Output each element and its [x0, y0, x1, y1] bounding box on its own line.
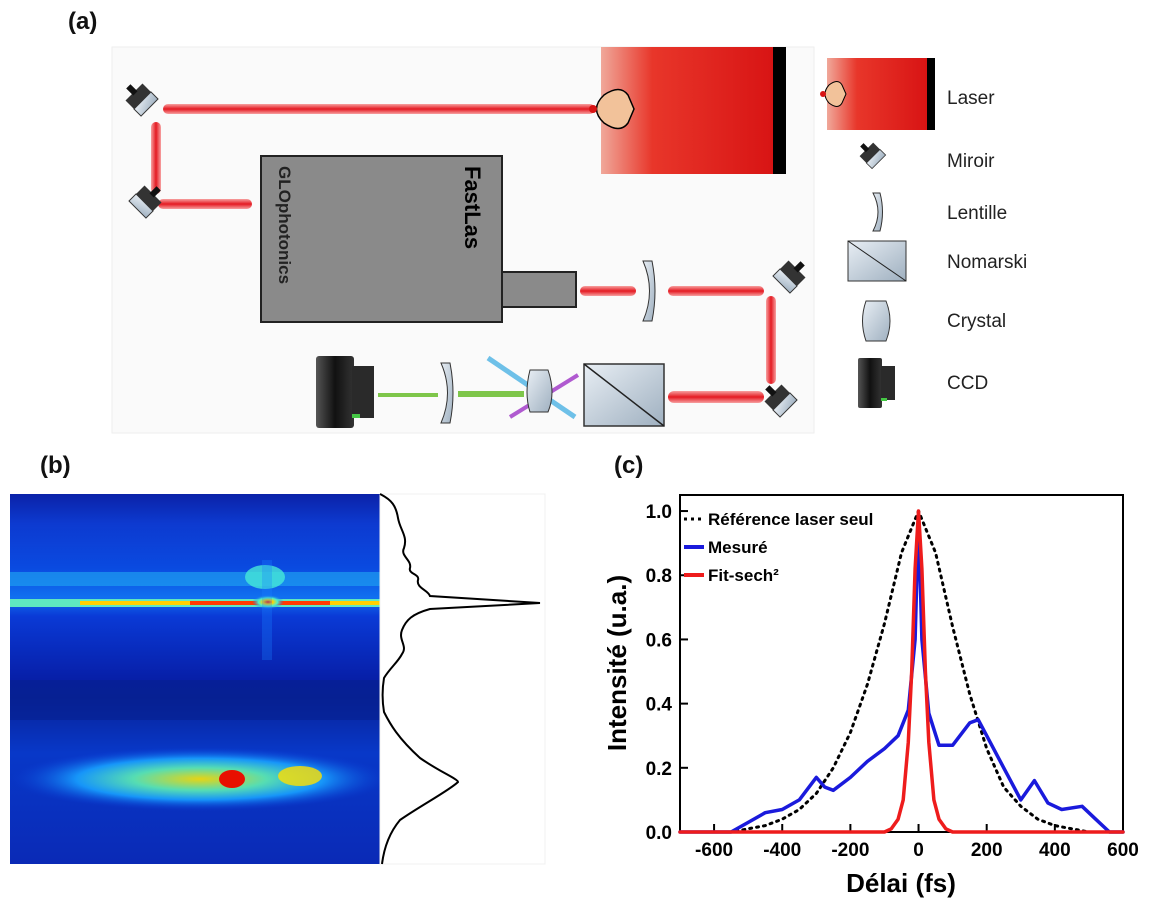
fastlas-box [260, 155, 577, 323]
plot-frame [679, 494, 1124, 833]
series-fit-line [678, 509, 1125, 834]
x-tick-label: 600 [1107, 840, 1139, 861]
y-tick-label: 0.0 [646, 823, 672, 844]
setup-legend: Laser Miroir Lentille Nomarski Crystal C… [820, 58, 1027, 408]
x-tick-label: 200 [971, 840, 1003, 861]
autocorrelation-chart: -600 -400 -200 0 200 400 600 0.0 0.2 0.4 0.6 0.8 1.… [602, 494, 1139, 898]
x-tick-label: 400 [1039, 840, 1071, 861]
green-beam-2 [458, 391, 524, 397]
crystal [526, 369, 553, 413]
y-tick-label: 0.4 [646, 695, 673, 716]
y-tick-label: 1.0 [646, 502, 672, 523]
mirror-right-bottom [764, 384, 798, 418]
crystal-icon [862, 300, 891, 342]
legend-label-nomarski: Nomarski [947, 252, 1027, 273]
beam-to-mirror [668, 286, 764, 296]
legend-label-mirror: Miroir [947, 151, 995, 172]
profile-box [379, 493, 546, 865]
y-tick-label: 0.2 [646, 759, 672, 780]
x-tick-label: -600 [695, 840, 733, 861]
legend-label-measured: Mesuré [708, 538, 768, 557]
marginal-profile-curve [379, 493, 541, 865]
fastlas-name-label: FastLas [460, 166, 485, 249]
series-measured-line [678, 515, 1125, 834]
lens-left [440, 362, 454, 424]
mirror-top-left [125, 83, 159, 117]
ccd-camera [316, 356, 374, 428]
y-tick-label: 0.8 [646, 566, 672, 587]
legend-label-laser: Laser [947, 88, 995, 109]
x-axis-title: Délai (fs) [846, 868, 956, 898]
y-ticks: 0.0 0.2 0.4 0.6 0.8 1.0 [646, 502, 688, 844]
lens-icon [872, 192, 883, 232]
legend-label-fit: Fit-sech² [708, 566, 779, 585]
panel-label-a: (a) [68, 8, 98, 35]
legend-label-reference: Référence laser seul [708, 510, 873, 529]
laser-icon [820, 58, 935, 130]
lens-right [642, 260, 656, 322]
mirror-bottom-left [128, 185, 162, 219]
fastlas-brand-label: GLOphotonics [275, 166, 294, 284]
nomarski-prism [583, 363, 665, 427]
panel-label-c: (c) [614, 452, 644, 479]
mirror-icon [859, 142, 887, 170]
ccd-icon [858, 358, 895, 408]
beam-into-nomarski [668, 391, 764, 403]
panel-label-b: (b) [40, 452, 71, 479]
beam-into-fastlas [158, 199, 252, 209]
beam-left-vertical [151, 122, 161, 194]
legend-label-crystal: Crystal [947, 311, 1006, 332]
x-tick-label: 0 [913, 840, 924, 861]
x-tick-label: -400 [763, 840, 801, 861]
x-ticks: -600 -400 -200 0 200 400 600 [695, 824, 1139, 861]
x-tick-label: -200 [831, 840, 869, 861]
chart-legend: Référence laser seul Mesuré Fit-sech² [684, 510, 873, 585]
green-beam-1 [378, 393, 438, 397]
beam-top [163, 104, 595, 114]
series-layer [678, 509, 1125, 834]
beam-right-vertical [766, 296, 776, 384]
spectrogram-image [10, 494, 390, 864]
main-laser [589, 47, 786, 174]
mirror-right-top [772, 260, 806, 294]
nomarski-icon [847, 240, 907, 282]
y-axis-title: Intensité (u.a.) [602, 575, 632, 751]
series-reference-line [678, 509, 1125, 834]
legend-label-lens: Lentille [947, 203, 1007, 224]
beam-fastlas-out [580, 286, 636, 296]
y-tick-label: 0.6 [646, 630, 672, 651]
legend-label-ccd: CCD [947, 373, 988, 394]
